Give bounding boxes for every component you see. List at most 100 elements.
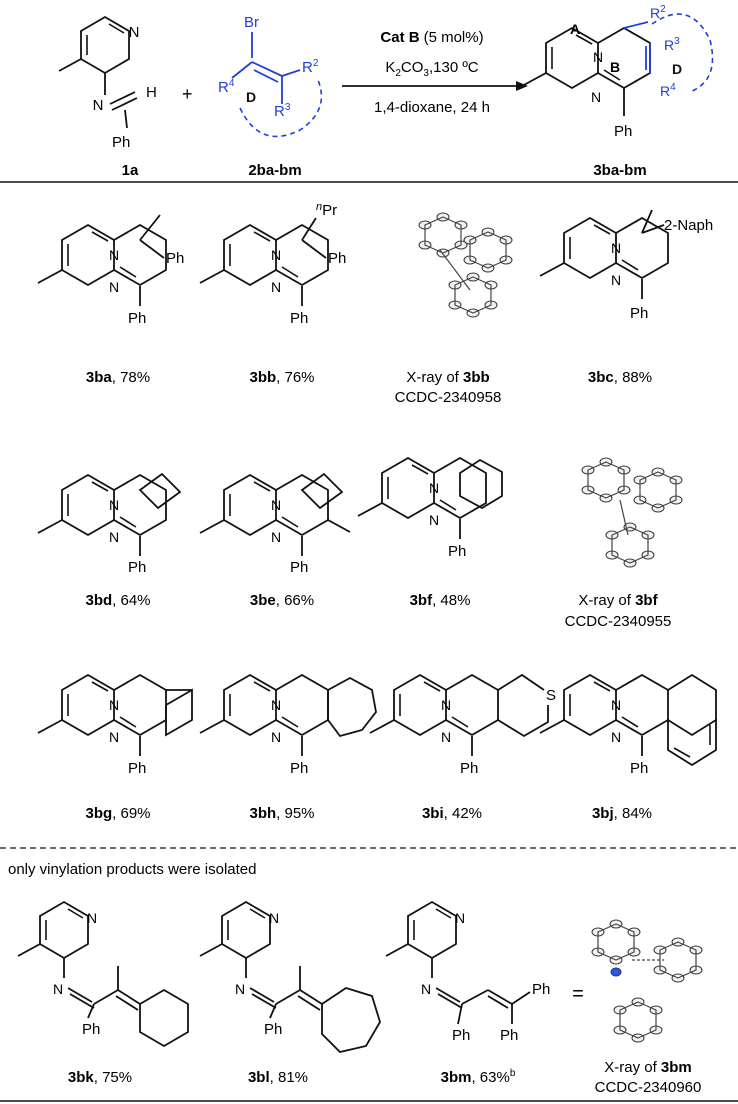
svg-text:N: N xyxy=(271,729,281,745)
svg-text:N: N xyxy=(593,49,603,65)
svg-text:N: N xyxy=(271,279,281,295)
svg-text:N: N xyxy=(271,247,281,263)
label-3bl: 3bl, 81% xyxy=(248,1069,308,1086)
svg-text:N: N xyxy=(87,910,97,926)
compound-3bk-structure: N N Ph xyxy=(17,901,189,1048)
reactant-1a-label: 1a xyxy=(122,162,139,179)
xray-3bf-ccdc: CCDC-2340955 xyxy=(565,613,672,630)
svg-text:S: S xyxy=(546,687,556,704)
xray-3bb-image xyxy=(418,212,513,318)
label-3bk: 3bk, 75% xyxy=(68,1069,132,1086)
plus-sign: + xyxy=(182,84,193,104)
svg-text:Ph: Ph xyxy=(614,123,632,140)
label-3ba: 3ba, 78% xyxy=(86,369,150,386)
svg-text:N: N xyxy=(455,910,465,926)
svg-text:nPr: nPr xyxy=(316,201,337,219)
svg-text:N: N xyxy=(271,697,281,713)
product-general-structure: N A B R2 R3 R4 D N Ph 3ba-bm xyxy=(521,4,714,179)
svg-text:N: N xyxy=(591,89,601,105)
svg-text:Ph: Ph xyxy=(128,310,146,327)
compound-3ba-structure: N N Ph Ph xyxy=(37,214,184,327)
svg-text:Ph: Ph xyxy=(532,981,550,998)
condition-base-temp: K2CO3,130 ºC xyxy=(385,59,478,79)
label-3bf: 3bf, 48% xyxy=(410,592,471,609)
reactant-2-structure: Br R4 R2 R3 D xyxy=(218,14,323,138)
svg-text:N: N xyxy=(429,480,439,496)
svg-text:R2: R2 xyxy=(650,4,666,21)
label-3bc: 3bc, 88% xyxy=(588,369,652,386)
label-3bm: 3bm, 63%b xyxy=(441,1068,516,1086)
svg-text:Ph: Ph xyxy=(82,1021,100,1038)
product-general-label: 3ba-bm xyxy=(593,162,646,179)
label-3bd: 3bd, 64% xyxy=(85,592,150,609)
svg-text:N: N xyxy=(271,497,281,513)
svg-text:R3: R3 xyxy=(664,36,680,53)
svg-text:2-Naph: 2-Naph xyxy=(664,217,713,234)
svg-text:N: N xyxy=(441,697,451,713)
label-3be: 3be, 66% xyxy=(250,592,314,609)
condition-solvent: 1,4-dioxane, 24 h xyxy=(374,99,490,116)
svg-text:N: N xyxy=(129,24,140,41)
compound-3bl-structure: N N Ph xyxy=(199,901,381,1053)
xray-3bm-image xyxy=(591,919,703,1043)
xray-3bf-caption: X-ray of 3bf xyxy=(578,592,658,609)
svg-text:Ph: Ph xyxy=(328,250,346,267)
compound-3bg-structure: N N Ph xyxy=(37,674,193,777)
svg-text:A: A xyxy=(570,21,580,37)
svg-text:N: N xyxy=(109,697,119,713)
compound-3bh-structure: N N Ph xyxy=(199,674,377,777)
svg-text:Ph: Ph xyxy=(264,1021,282,1038)
svg-text:Ph: Ph xyxy=(500,1027,518,1044)
xray-3bm-ccdc: CCDC-2340960 xyxy=(595,1079,702,1096)
svg-text:Ph: Ph xyxy=(290,760,308,777)
condition-catalyst: Cat B(5 mol%) xyxy=(380,29,483,46)
compound-3bd-structure: N N Ph xyxy=(37,472,182,576)
svg-text:N: N xyxy=(421,981,431,997)
svg-text:Ph: Ph xyxy=(128,760,146,777)
svg-text:Ph: Ph xyxy=(448,543,466,560)
svg-text:Ph: Ph xyxy=(166,250,184,267)
svg-text:N: N xyxy=(611,697,621,713)
label-3bg: 3bg, 69% xyxy=(85,805,150,822)
svg-text:N: N xyxy=(269,910,279,926)
svg-text:N: N xyxy=(429,512,439,528)
svg-text:N: N xyxy=(611,729,621,745)
svg-text:N: N xyxy=(441,729,451,745)
reactant-1a-ph: Ph xyxy=(112,134,130,151)
reactant-1a-structure: N N H Ph 1a xyxy=(58,16,157,179)
svg-text:N: N xyxy=(109,729,119,745)
svg-text:N: N xyxy=(235,981,245,997)
svg-text:N: N xyxy=(53,981,63,997)
vinylation-note: only vinylation products were isolated xyxy=(8,861,256,878)
xray-3bb-ccdc: CCDC-2340958 xyxy=(395,389,502,406)
svg-text:N: N xyxy=(611,240,621,256)
compound-3bb-structure: N N nPr Ph Ph xyxy=(199,201,346,327)
xray-3bm-caption: X-ray of 3bm xyxy=(604,1059,692,1076)
compound-3bm-structure: N N Ph Ph Ph xyxy=(385,901,550,1044)
svg-text:N: N xyxy=(271,529,281,545)
compound-3bf-structure: N N Ph xyxy=(357,457,503,560)
label-3bj: 3bj, 84% xyxy=(592,805,652,822)
svg-text:N: N xyxy=(109,497,119,513)
svg-text:N: N xyxy=(611,272,621,288)
svg-text:Ph: Ph xyxy=(290,559,308,576)
compound-3be-structure: N N Ph xyxy=(199,472,351,576)
reactant-2-label: 2ba-bm xyxy=(248,162,301,179)
compound-3bi-structure: N N S Ph xyxy=(369,673,556,777)
label-3bi: 3bi, 42% xyxy=(422,805,482,822)
svg-text:Ph: Ph xyxy=(460,760,478,777)
svg-text:Ph: Ph xyxy=(452,1027,470,1044)
reactant-2-br: Br xyxy=(244,14,259,31)
svg-text:R3: R3 xyxy=(274,102,291,120)
svg-text:B: B xyxy=(610,59,620,75)
header-reaction: N N H Ph 1a + Br R4 R2 R3 D 2ba-bm xyxy=(58,4,714,179)
svg-text:Ph: Ph xyxy=(630,760,648,777)
svg-text:N: N xyxy=(93,97,104,114)
svg-text:N: N xyxy=(109,279,119,295)
svg-text:R4: R4 xyxy=(218,78,235,96)
compound-3bc-structure: N N 2-Naph Ph xyxy=(539,209,713,322)
label-3bb: 3bb, 76% xyxy=(249,369,314,386)
svg-text:N: N xyxy=(109,529,119,545)
compound-3bj-structure: N N Ph xyxy=(539,673,717,777)
